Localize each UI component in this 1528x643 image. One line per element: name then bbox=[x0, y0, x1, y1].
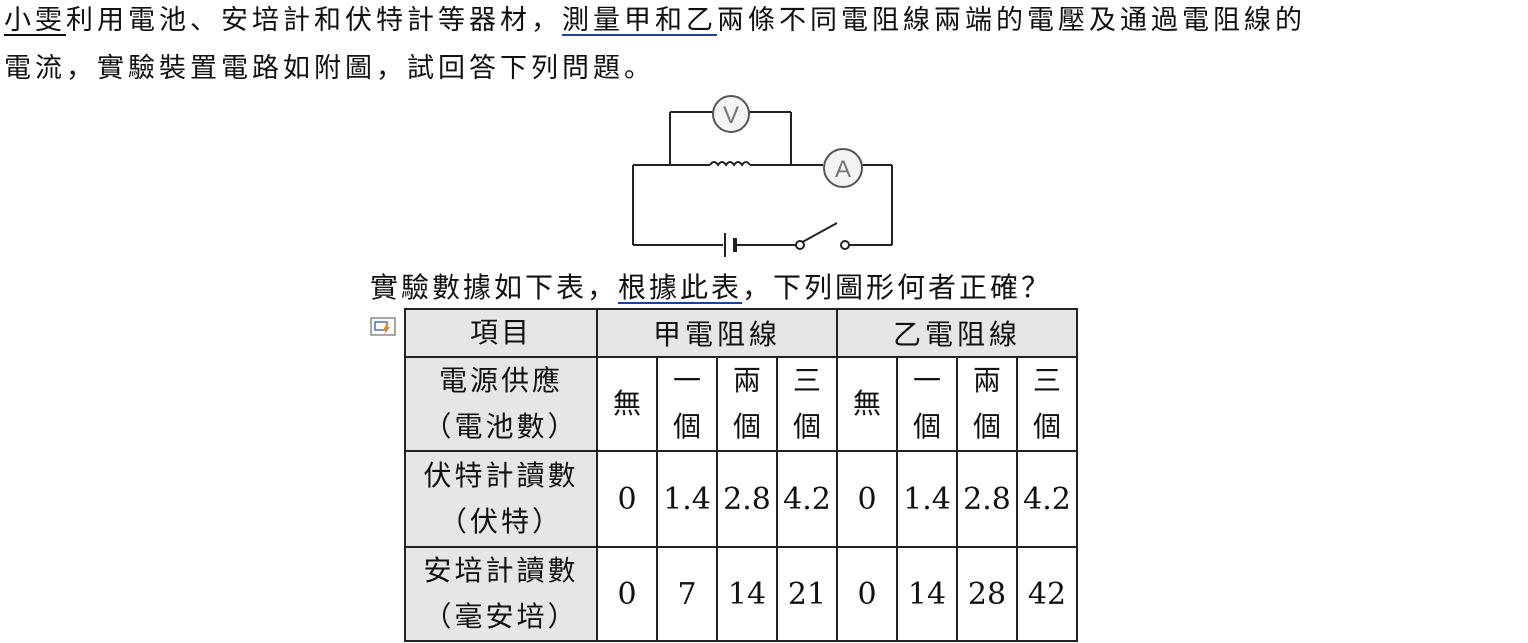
cell-yi-current: 14 bbox=[896, 546, 958, 642]
cell-yi-current: 28 bbox=[956, 546, 1018, 642]
row-label-voltage: 伏特計讀數 （伏特） bbox=[404, 450, 598, 548]
cell-jia-current: 14 bbox=[716, 546, 778, 642]
cell-jia-batteries: 三個 bbox=[776, 356, 838, 452]
cell-jia-batteries: 兩個 bbox=[716, 356, 778, 452]
row-label-current: 安培計讀數 （毫安培） bbox=[404, 546, 598, 642]
cell-yi-batteries: 一個 bbox=[896, 356, 958, 452]
row-label-current-line2: （毫安培） bbox=[423, 600, 579, 633]
ammeter-label: A bbox=[835, 156, 851, 183]
cell-jia-current: 7 bbox=[656, 546, 718, 642]
cell-text: 一 bbox=[912, 364, 941, 397]
row-label-power: 電源供應 （電池數） bbox=[404, 356, 598, 452]
cell-text: 兩 bbox=[972, 364, 1001, 397]
question-text-c: 兩條不同電阻線兩端的電壓及通過電阻線的 bbox=[717, 5, 1306, 36]
cell-text: 一 bbox=[672, 364, 701, 397]
voltmeter-label: V bbox=[723, 102, 739, 129]
cell-jia-voltage: 4.2 bbox=[776, 450, 838, 548]
cell-jia-current: 21 bbox=[776, 546, 838, 642]
cell-text: 個 bbox=[672, 410, 701, 443]
switch-contact-left bbox=[795, 240, 805, 250]
cell-yi-batteries: 兩個 bbox=[956, 356, 1018, 452]
cell-yi-voltage: 2.8 bbox=[956, 450, 1018, 548]
cell-jia-current: 0 bbox=[596, 546, 658, 642]
row-label-power-line2: （電池數） bbox=[423, 410, 579, 443]
cell-text: 兩 bbox=[732, 364, 761, 397]
cell-text: 個 bbox=[912, 410, 941, 443]
caption-part-1: 實驗數據如下表， bbox=[370, 271, 619, 304]
row-label-current-line1: 安培計讀數 bbox=[423, 554, 579, 587]
cell-yi-voltage: 4.2 bbox=[1016, 450, 1078, 548]
question-text-a: 利用電池、安培計和伏特計等器材， bbox=[66, 5, 562, 36]
row-label-voltage-line1: 伏特計讀數 bbox=[423, 459, 579, 492]
table-row-voltage: 伏特計讀數 （伏特） 0 1.4 2.8 4.2 0 1.4 2.8 4.2 bbox=[404, 450, 1078, 548]
object-anchor-icon[interactable] bbox=[370, 315, 396, 337]
question-line-2: 電流，實驗裝置電路如附圖，試回答下列問題。 bbox=[4, 53, 655, 84]
data-table: 項目 甲電阻線 乙電阻線 電源供應（電池數） 無 一個 兩個 三個 無 一個 兩… bbox=[404, 308, 1078, 642]
table-row-current: 安培計讀數 （毫安培） 0 7 14 21 0 14 28 42 bbox=[404, 546, 1078, 642]
cell-yi-current: 0 bbox=[836, 546, 898, 642]
cell-text: 個 bbox=[972, 410, 1001, 443]
table-row-batteries: 電源供應（電池數） 無 一個 兩個 三個 無 一個 兩個 三個 bbox=[404, 356, 1078, 452]
caption-part-2: 根據此表 bbox=[618, 271, 743, 304]
cell-text: 無 bbox=[852, 387, 881, 420]
cell-text: 無 bbox=[612, 387, 641, 420]
question-line-1: 小雯利用電池、安培計和伏特計等器材，測量甲和乙兩條不同電阻線兩端的電壓及通過電阻… bbox=[4, 4, 1306, 38]
resistor-symbol bbox=[709, 161, 751, 167]
voltmeter-icon bbox=[712, 95, 750, 133]
ammeter-icon bbox=[823, 148, 863, 188]
cell-yi-voltage: 1.4 bbox=[896, 450, 958, 548]
row-label-power-line1: 電源供應 bbox=[438, 364, 563, 397]
cell-text: 三 bbox=[1032, 364, 1061, 397]
cell-yi-voltage: 0 bbox=[836, 450, 898, 548]
switch-contact-right bbox=[840, 240, 850, 250]
header-resistor-jia: 甲電阻線 bbox=[596, 308, 838, 358]
cell-jia-batteries: 一個 bbox=[656, 356, 718, 452]
table-caption: 實驗數據如下表，根據此表，下列圖形何者正確？ bbox=[370, 266, 1052, 306]
cell-text: 個 bbox=[732, 410, 761, 443]
student-name: 小雯 bbox=[4, 5, 66, 36]
cell-jia-batteries: 無 bbox=[596, 356, 658, 452]
cell-yi-batteries: 三個 bbox=[1016, 356, 1078, 452]
cell-text: 個 bbox=[1032, 410, 1061, 443]
question-text-underlined: 測量甲和乙 bbox=[562, 5, 717, 36]
header-resistor-yi: 乙電阻線 bbox=[836, 308, 1078, 358]
row-label-voltage-line2: （伏特） bbox=[438, 505, 563, 538]
cell-jia-voltage: 2.8 bbox=[716, 450, 778, 548]
switch-lever bbox=[796, 222, 838, 246]
cell-jia-voltage: 0 bbox=[596, 450, 658, 548]
cell-yi-current: 42 bbox=[1016, 546, 1078, 642]
circuit-diagram: V A bbox=[632, 95, 893, 257]
cell-jia-voltage: 1.4 bbox=[656, 450, 718, 548]
caption-part-3: ，下列圖形何者正確？ bbox=[742, 271, 1053, 304]
cell-text: 個 bbox=[792, 410, 821, 443]
header-item: 項目 bbox=[404, 308, 598, 358]
cell-text: 三 bbox=[792, 364, 821, 397]
cell-yi-batteries: 無 bbox=[836, 356, 898, 452]
